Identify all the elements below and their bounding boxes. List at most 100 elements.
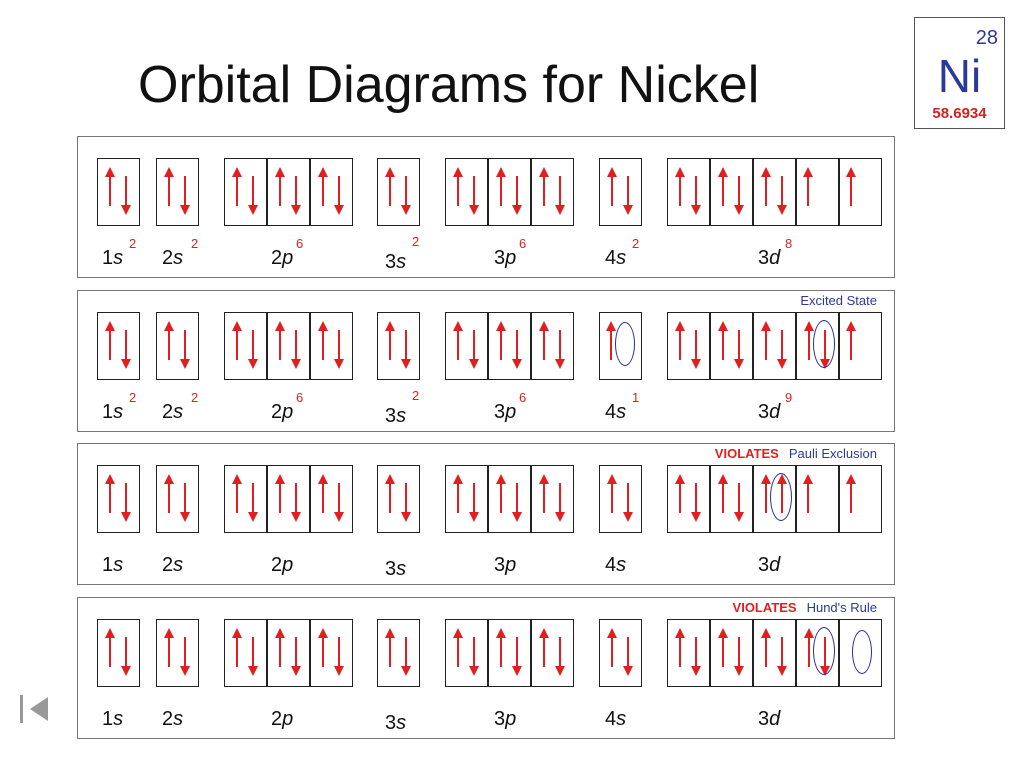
orbital-shell-number: 3 (385, 558, 397, 580)
orbital-label-2s: 2s (162, 401, 183, 423)
electron-count-superscript-3p: 6 (519, 236, 527, 251)
orbital-subshell-letter: p (505, 247, 517, 269)
spin-down-arrow-icon (691, 483, 701, 522)
orbital-label-2s: 2s (162, 247, 183, 269)
spin-down-arrow-icon (691, 176, 701, 215)
orbital-shell-number: 2 (271, 401, 283, 423)
orbital-box-3s (377, 619, 420, 687)
orbital-subshell-letter: s (616, 708, 627, 730)
orbital-box-3d (839, 465, 882, 533)
spin-up-arrow-icon (232, 474, 242, 513)
violation-warning: VIOLATES (714, 446, 779, 461)
spin-down-arrow-icon (248, 176, 258, 215)
annotation-text: Pauli Exclusion (788, 446, 877, 461)
spin-up-arrow-icon (607, 628, 617, 667)
atomic-mass: 58.6934 (932, 105, 987, 122)
spin-down-arrow-icon (291, 176, 301, 215)
orbital-subshell-letter: s (113, 247, 124, 269)
nav-first-slide-button[interactable] (20, 693, 52, 725)
electron-count-superscript-2s: 2 (191, 390, 199, 405)
orbital-label-3p: 3p (494, 554, 516, 576)
electron-count-superscript-2p: 6 (296, 236, 304, 251)
orbital-box-2s (156, 465, 199, 533)
nav-back-triangle-icon (30, 697, 48, 721)
annotation-text: Hund's Rule (806, 600, 877, 615)
orbital-box-1s (97, 158, 140, 226)
page-title: Orbital Diagrams for Nickel (138, 56, 760, 114)
orbital-box-3p (445, 158, 488, 226)
orbital-label-3p: 3p (494, 708, 516, 730)
orbital-box-3p (488, 158, 531, 226)
orbital-shell-number: 2 (271, 554, 283, 576)
spin-up-arrow-icon (453, 321, 463, 360)
spin-down-arrow-icon (623, 176, 633, 215)
orbital-box-3d (667, 619, 710, 687)
orbital-subshell-letter: s (616, 401, 627, 423)
orbital-box-3d (796, 312, 839, 380)
orbital-subshell-letter: s (396, 405, 407, 427)
spin-up-arrow-icon (453, 474, 463, 513)
orbital-shell-number: 2 (162, 247, 174, 269)
orbital-shell-number: 4 (605, 708, 617, 730)
spin-up-arrow-icon (846, 321, 856, 360)
spin-down-arrow-icon (469, 176, 479, 215)
spin-up-arrow-icon (275, 474, 285, 513)
orbital-shell-number: 3 (758, 708, 770, 730)
spin-down-arrow-icon (401, 330, 411, 369)
spin-up-arrow-icon (761, 474, 771, 513)
spin-down-arrow-icon (469, 483, 479, 522)
spin-up-arrow-icon (761, 628, 771, 667)
orbital-box-3p (488, 619, 531, 687)
orbital-box-3d (796, 619, 839, 687)
spin-up-arrow-icon (539, 628, 549, 667)
spin-down-arrow-icon (334, 330, 344, 369)
orbital-label-3s: 3s (385, 712, 406, 734)
spin-up-arrow-icon (846, 474, 856, 513)
orbital-label-3p: 3p (494, 401, 516, 423)
orbital-box-2p (310, 619, 353, 687)
orbital-shell-number: 3 (385, 712, 397, 734)
spin-up-arrow-icon (385, 167, 395, 206)
orbital-subshell-letter: p (505, 708, 517, 730)
orbital-box-3d (839, 312, 882, 380)
electron-count-superscript-2s: 2 (191, 236, 199, 251)
orbital-box-1s (97, 312, 140, 380)
orbital-shell-number: 2 (162, 554, 174, 576)
orbital-box-3d (753, 312, 796, 380)
orbital-shell-number: 1 (102, 247, 114, 269)
spin-up-arrow-icon (164, 167, 174, 206)
orbital-box-3d (796, 158, 839, 226)
spin-down-arrow-icon (734, 330, 744, 369)
orbital-shell-number: 3 (494, 247, 506, 269)
orbital-label-2p: 2p (271, 401, 293, 423)
electron-count-superscript-4s: 1 (632, 390, 640, 405)
orbital-box-3s (377, 465, 420, 533)
orbital-shell-number: 3 (758, 401, 770, 423)
spin-down-arrow-icon (512, 176, 522, 215)
spin-down-arrow-icon (401, 483, 411, 522)
orbital-box-4s (599, 312, 642, 380)
orbital-shell-number: 3 (494, 401, 506, 423)
orbital-shell-number: 4 (605, 247, 617, 269)
orbital-box-2p (310, 465, 353, 533)
electron-count-superscript-2p: 6 (296, 390, 304, 405)
orbital-shell-number: 2 (271, 708, 283, 730)
orbital-label-1s: 1s (102, 708, 123, 730)
orbital-box-3d (796, 465, 839, 533)
electron-count-superscript-1s: 2 (129, 390, 137, 405)
orbital-box-3p (445, 312, 488, 380)
highlight-circle-icon (852, 630, 872, 674)
spin-up-arrow-icon (164, 321, 174, 360)
orbital-shell-number: 1 (102, 708, 114, 730)
orbital-box-3d (667, 158, 710, 226)
orbital-label-4s: 4s (605, 401, 626, 423)
spin-up-arrow-icon (385, 628, 395, 667)
spin-down-arrow-icon (555, 483, 565, 522)
orbital-box-1s (97, 465, 140, 533)
orbital-box-3p (488, 312, 531, 380)
spin-down-arrow-icon (512, 637, 522, 676)
orbital-box-2s (156, 312, 199, 380)
